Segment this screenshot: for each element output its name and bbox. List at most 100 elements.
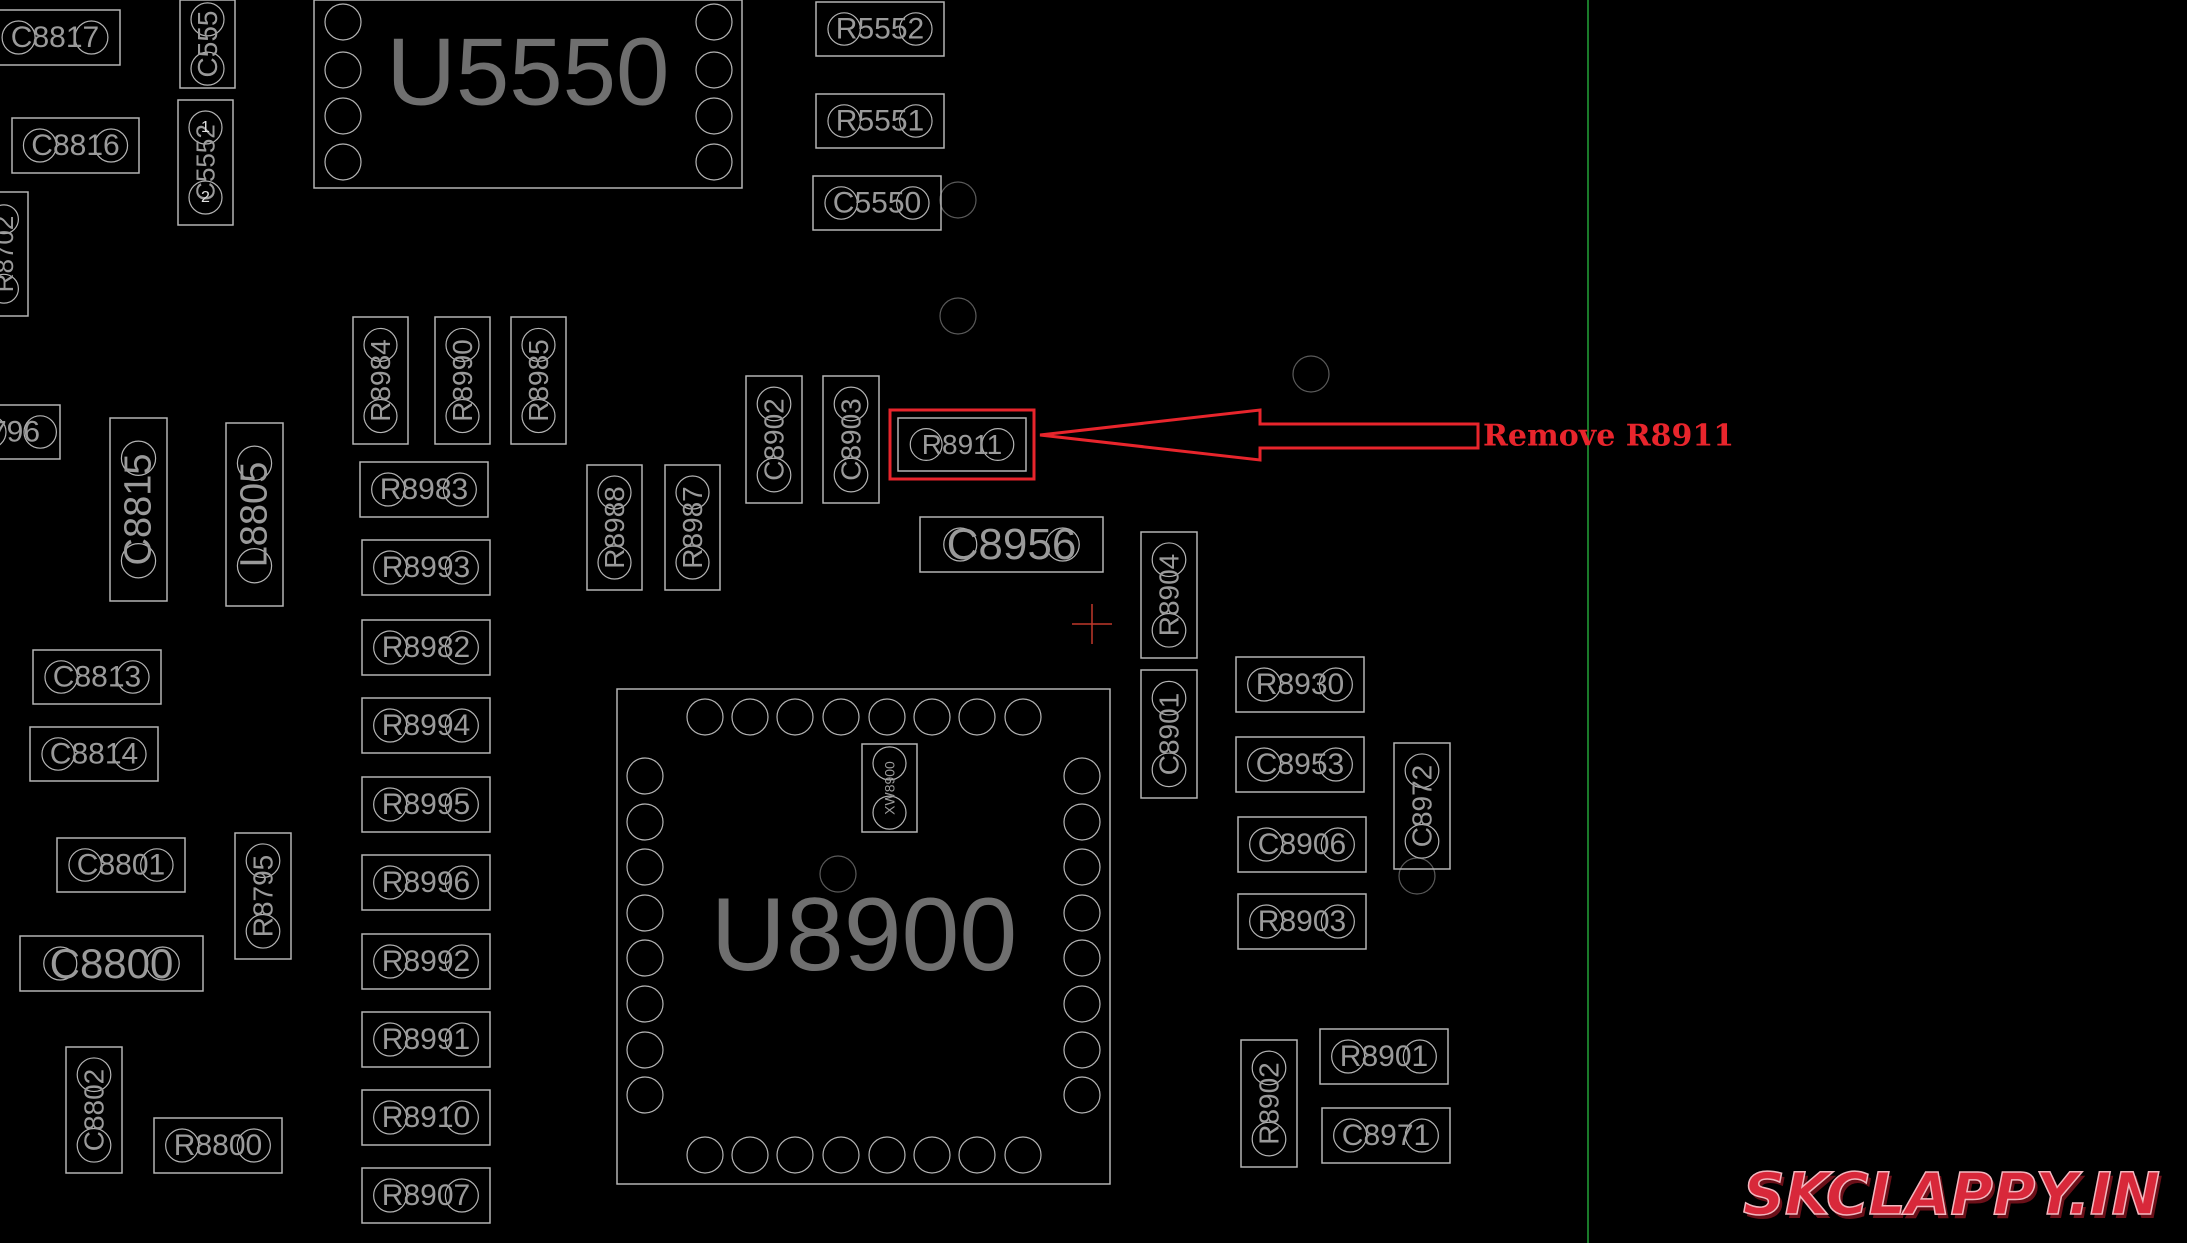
pad-c8953-1	[1247, 747, 1282, 782]
component-r8902[interactable]: R8902	[1240, 1039, 1298, 1168]
component-xw8900[interactable]: XW8900	[861, 743, 918, 833]
component-r8903[interactable]: R8903	[1237, 893, 1367, 950]
component-c8802[interactable]: C8802	[65, 1046, 123, 1174]
component-r8987[interactable]: R8987	[664, 464, 721, 591]
component-r8996[interactable]: R8996	[361, 854, 491, 911]
pad-xw8900-1	[872, 746, 907, 781]
label-r8985: R8985	[523, 339, 554, 422]
pad-r8795-2	[245, 913, 281, 949]
pad-r8996-2	[444, 865, 479, 900]
pad-r8984-1	[363, 327, 398, 363]
label-r8993: R8993	[382, 551, 470, 584]
watermark-shadow: SKCLAPPY.IN	[1746, 1164, 2163, 1232]
pad-c8814-1	[41, 737, 75, 771]
label-r8991: R8991	[382, 1023, 470, 1056]
component-c8800[interactable]: C8800	[19, 935, 204, 992]
label-r8911: R8911	[922, 429, 1002, 460]
pad-r8904-2	[1151, 612, 1187, 648]
pad-r8990-1	[445, 327, 480, 363]
pad-r8982-2	[444, 630, 479, 665]
label-c8906: C8906	[1258, 828, 1346, 861]
label-c8813: C8813	[53, 661, 141, 694]
pad-r8902-2	[1251, 1121, 1287, 1157]
pad-c8801-1	[68, 848, 102, 882]
component-r8983[interactable]: R8983	[359, 461, 489, 518]
pad-c8801-2	[140, 848, 174, 882]
component-r8702[interactable]: R8702	[0, 191, 29, 317]
component-c8816[interactable]: C8816	[11, 117, 140, 174]
component-r8800[interactable]: R8800	[153, 1117, 283, 1174]
ic-u8900-pad	[822, 698, 860, 736]
component-c8796[interactable]: 796	[0, 404, 61, 460]
component-c8817[interactable]: C8817	[0, 9, 121, 66]
component-c8901[interactable]: C8901	[1140, 669, 1198, 799]
pad-r8930-1	[1247, 667, 1282, 702]
component-r8994[interactable]: R8994	[361, 697, 491, 754]
component-r8992[interactable]: R8992	[361, 933, 491, 990]
component-c8903[interactable]: C8903	[822, 375, 880, 504]
arrow-icon	[1039, 408, 1480, 462]
component-r8795[interactable]: R8795	[234, 832, 292, 960]
label-r8994: R8994	[382, 709, 470, 742]
pad-r8910-1	[373, 1100, 408, 1135]
component-r8990[interactable]: R8990	[434, 316, 491, 445]
ic-u5550-pad	[324, 51, 362, 89]
component-r8930[interactable]: R8930	[1235, 656, 1365, 713]
component-c8815[interactable]: C8815	[109, 417, 168, 602]
component-r8901[interactable]: R8901	[1319, 1028, 1449, 1085]
component-c8813[interactable]: C8813	[32, 649, 162, 705]
component-c8906[interactable]: C8906	[1237, 816, 1367, 873]
pad-r8903-2	[1320, 904, 1355, 939]
pad-r8800-2	[236, 1128, 271, 1163]
component-r8907[interactable]: R8907	[361, 1167, 491, 1224]
component-r8910[interactable]: R8910	[361, 1089, 491, 1146]
pad-r5552-2	[899, 12, 933, 46]
component-r8985[interactable]: R8985	[510, 316, 567, 445]
component-c5550[interactable]: C5550	[812, 175, 942, 231]
label-r8992: R8992	[382, 945, 470, 978]
pad-c8902-1	[756, 386, 792, 422]
component-r8995[interactable]: R8995	[361, 776, 491, 833]
component-r8991[interactable]: R8991	[361, 1011, 491, 1068]
pad-r8904-1	[1151, 542, 1187, 578]
ic-u5550[interactable]: U5550	[313, 0, 743, 189]
ic-u8900-pad	[868, 1136, 906, 1174]
component-c8971[interactable]: C8971	[1321, 1107, 1451, 1164]
component-r8982[interactable]: R8982	[361, 619, 491, 676]
pad-r8987-2	[675, 545, 710, 580]
pad-r8901-2	[1402, 1039, 1437, 1074]
component-r8984[interactable]: R8984	[352, 316, 409, 445]
component-r5552[interactable]: R5552	[815, 1, 945, 57]
component-c8801[interactable]: C8801	[56, 837, 186, 893]
pad-r8984-2	[363, 398, 398, 434]
component-c8902[interactable]: C8902	[745, 375, 803, 504]
ic-u8900-pad	[626, 757, 664, 795]
label-c8953: C8953	[1256, 748, 1344, 781]
component-c8953[interactable]: C8953	[1235, 736, 1365, 793]
ic-u8900[interactable]: U8900	[616, 688, 1111, 1185]
component-r8993[interactable]: R8993	[361, 539, 491, 596]
component-l8805[interactable]: L8805	[225, 422, 284, 607]
pad-r8702-2	[0, 273, 19, 304]
ic-u8900-pad	[731, 698, 769, 736]
component-r8904[interactable]: R8904	[1140, 531, 1198, 659]
component-c5551[interactable]: C555	[179, 0, 236, 89]
ic-u5550-pad	[695, 143, 733, 181]
crosshair-marker	[1072, 604, 1112, 644]
component-c8972[interactable]: C8972	[1393, 742, 1451, 870]
component-r8988[interactable]: R8988	[586, 464, 643, 591]
component-r5551[interactable]: R5551	[815, 93, 945, 149]
ic-u8900-pad	[626, 894, 664, 932]
pad-r5551-1	[827, 104, 861, 138]
component-r8911[interactable]: R8911	[897, 417, 1027, 472]
pad-c5552-1	[188, 110, 223, 145]
component-c8956[interactable]: C8956	[919, 516, 1104, 573]
label-r8901: R8901	[1340, 1040, 1428, 1073]
component-c8814[interactable]: C8814	[29, 726, 159, 782]
label-c8801: C8801	[77, 849, 165, 882]
pad-l8805-1	[236, 445, 273, 481]
pad-c8903-1	[833, 386, 869, 422]
pad-c8816-1	[22, 128, 58, 163]
pad-r8996-1	[373, 865, 408, 900]
